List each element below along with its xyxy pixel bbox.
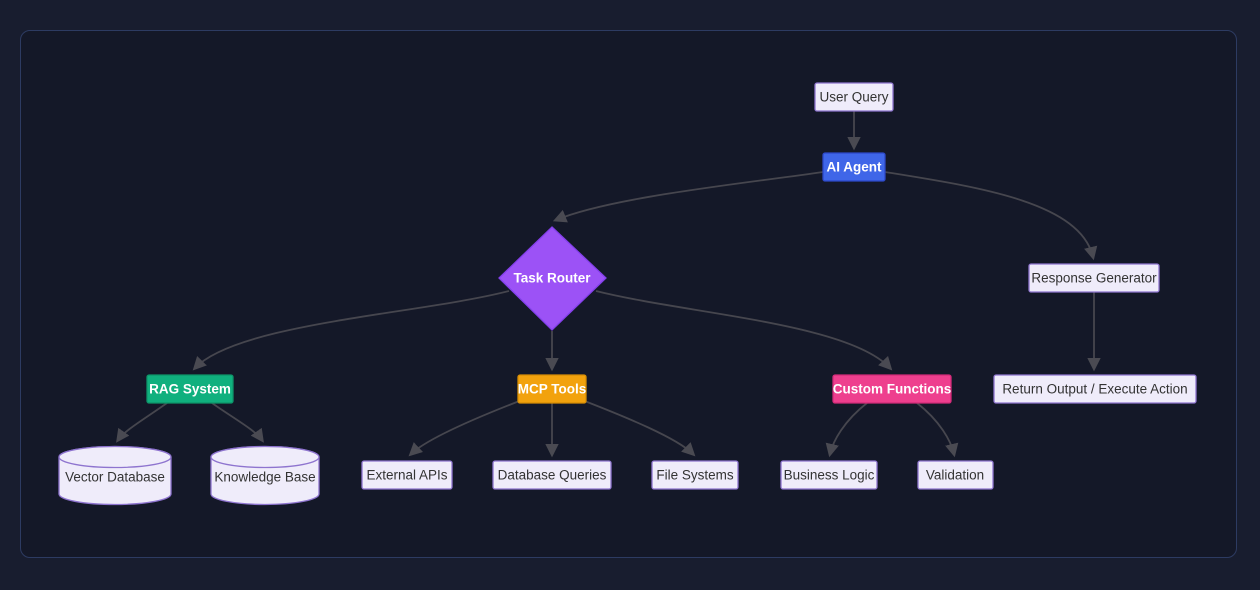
- edge-mcp-tools-to-file-systems: [581, 399, 696, 457]
- custom-functions-node: [832, 374, 952, 404]
- edge-layer: [116, 111, 1101, 458]
- edge-ai-agent-to-task-router: [552, 171, 824, 223]
- task-router-node: [498, 226, 607, 331]
- task-router-label: Task Router: [513, 271, 591, 286]
- validation-node: [917, 460, 994, 490]
- validation-label: Validation: [926, 468, 984, 483]
- ai-agent-label: AI Agent: [827, 160, 882, 175]
- rag-system-label: RAG System: [149, 382, 231, 397]
- business-logic-node: [780, 460, 878, 490]
- light-node-shapes: [58, 82, 1197, 506]
- edge-custom-functions-to-validation: [916, 402, 959, 458]
- response-generator-node: [1028, 263, 1160, 293]
- edge-mcp-tools-to-external-apis: [408, 399, 523, 457]
- edge-rag-system-to-knowledge-base: [211, 402, 264, 443]
- file-systems-node: [651, 460, 739, 490]
- mcp-tools-node: [517, 374, 587, 404]
- ai-agent-node: [822, 152, 886, 182]
- user-query-label: User Query: [819, 90, 888, 105]
- edge-rag-system-to-vector-database: [116, 402, 168, 443]
- database-queries-label: Database Queries: [498, 468, 607, 483]
- node-labels: User Query AI Agent Task Router Response…: [65, 90, 1188, 485]
- user-query-node: [814, 82, 894, 112]
- database-queries-node: [492, 460, 612, 490]
- vector-database-cylinder-top: [58, 445, 172, 469]
- custom-functions-label: Custom Functions: [833, 382, 952, 397]
- edge-task-router-to-custom-functions: [595, 290, 893, 371]
- external-apis-node: [361, 460, 453, 490]
- response-generator-label: Response Generator: [1031, 271, 1157, 286]
- return-output-node: [993, 374, 1197, 404]
- file-systems-label: File Systems: [656, 468, 734, 483]
- return-output-label: Return Output / Execute Action: [1002, 382, 1187, 397]
- business-logic-label: Business Logic: [784, 468, 875, 483]
- vector-database-label: Vector Database: [65, 470, 165, 485]
- knowledge-base-cylinder-top: [210, 445, 320, 469]
- colored-node-shapes: [146, 152, 952, 404]
- edge-ai-agent-to-response-generator: [884, 171, 1098, 261]
- external-apis-label: External APIs: [366, 468, 447, 483]
- edge-task-router-to-rag-system: [192, 290, 510, 371]
- knowledge-base-label: Knowledge Base: [214, 470, 315, 485]
- rag-system-node: [146, 374, 234, 404]
- mcp-tools-label: MCP Tools: [518, 382, 587, 397]
- edge-custom-functions-to-business-logic: [825, 402, 868, 458]
